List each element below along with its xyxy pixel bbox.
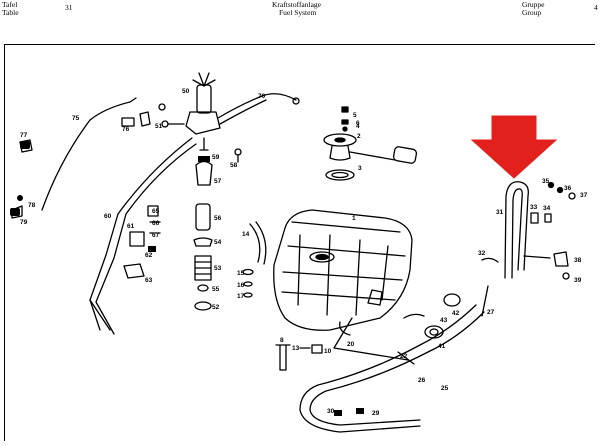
part-label-52: 52 — [212, 304, 220, 311]
part-label-50: 50 — [182, 88, 190, 95]
part-label-38: 38 — [574, 257, 582, 264]
bracket-14 — [249, 223, 261, 263]
part-label-35: 35 — [542, 178, 550, 185]
vent-pipe-31 — [481, 181, 576, 280]
part-label-13: 13 — [292, 345, 300, 352]
part-label-42: 42 — [452, 310, 460, 317]
part-label-51: 51 — [155, 123, 163, 130]
part-label-17: 17 — [237, 293, 245, 300]
part-label-34: 34 — [543, 205, 551, 212]
table-label: Table — [2, 8, 19, 17]
group-label: Group — [522, 8, 542, 17]
part-label-36: 36 — [564, 185, 572, 192]
part-label-57: 57 — [214, 178, 222, 185]
part-label-14: 14 — [242, 231, 250, 238]
part-label-66: 66 — [152, 220, 160, 227]
part-label-8: 8 — [280, 337, 284, 344]
part-label-60: 60 — [104, 213, 112, 220]
title-english: Fuel System — [279, 8, 317, 17]
part-label-1: 1 — [352, 215, 356, 222]
part-label-10: 10 — [324, 348, 332, 355]
part-label-59: 59 — [212, 154, 220, 161]
connectors-right — [403, 285, 489, 339]
part-label-55: 55 — [212, 286, 220, 293]
part-label-5: 5 — [353, 112, 357, 119]
part-label-6: 6 — [356, 120, 360, 127]
part-label-16: 16 — [237, 282, 245, 289]
part-label-26: 26 — [418, 377, 426, 384]
part-label-25: 25 — [441, 385, 449, 392]
bottom-lines — [299, 304, 485, 433]
part-label-22: 22 — [400, 353, 408, 360]
part-label-32: 32 — [478, 250, 486, 257]
part-label-76: 76 — [122, 126, 130, 133]
part-label-75: 75 — [72, 115, 80, 122]
fuel-lines-left — [41, 97, 197, 335]
part-label-29: 29 — [372, 410, 380, 417]
fuel-tank — [273, 209, 413, 336]
part-label-37: 37 — [580, 192, 588, 199]
sender-unit — [323, 106, 418, 181]
part-label-58: 58 — [230, 162, 238, 169]
table-number: 31 — [65, 3, 73, 12]
part-label-70: 70 — [258, 93, 266, 100]
part-label-61: 61 — [127, 223, 135, 230]
diagram-frame — [4, 44, 595, 441]
clips-left — [11, 111, 161, 279]
part-label-79: 79 — [20, 219, 28, 226]
tafel-label: Tafel — [2, 0, 18, 9]
part-label-65: 65 — [152, 208, 160, 215]
part-label-33: 33 — [530, 204, 538, 211]
gruppe-label: Gruppe — [522, 0, 545, 9]
filter-column — [193, 203, 213, 311]
group-number: 4 — [594, 3, 598, 12]
part-label-2: 2 — [357, 133, 361, 140]
title-german: Kraftstoffanlage — [272, 0, 322, 9]
part-label-20: 20 — [347, 341, 355, 348]
part-label-56: 56 — [214, 215, 222, 222]
part-label-3: 3 — [358, 165, 362, 172]
part-label-77: 77 — [20, 132, 28, 139]
part-label-67: 67 — [152, 232, 160, 239]
part-label-53: 53 — [214, 265, 222, 272]
small-fasteners — [242, 268, 323, 371]
red-arrow-icon — [470, 115, 558, 179]
part-label-30: 30 — [327, 408, 335, 415]
part-label-39: 39 — [574, 277, 582, 284]
pump-assembly — [158, 72, 300, 186]
small-black-parts — [10, 141, 364, 416]
part-label-27: 27 — [487, 309, 495, 316]
part-label-41: 41 — [438, 343, 446, 350]
part-label-15: 15 — [237, 270, 245, 277]
part-label-31: 31 — [496, 209, 504, 216]
part-label-43: 43 — [440, 317, 448, 324]
part-label-78: 78 — [28, 202, 36, 209]
part-label-63: 63 — [145, 277, 153, 284]
part-label-4: 4 — [356, 123, 360, 130]
part-label-62: 62 — [145, 252, 153, 259]
part-label-54: 54 — [214, 239, 222, 246]
